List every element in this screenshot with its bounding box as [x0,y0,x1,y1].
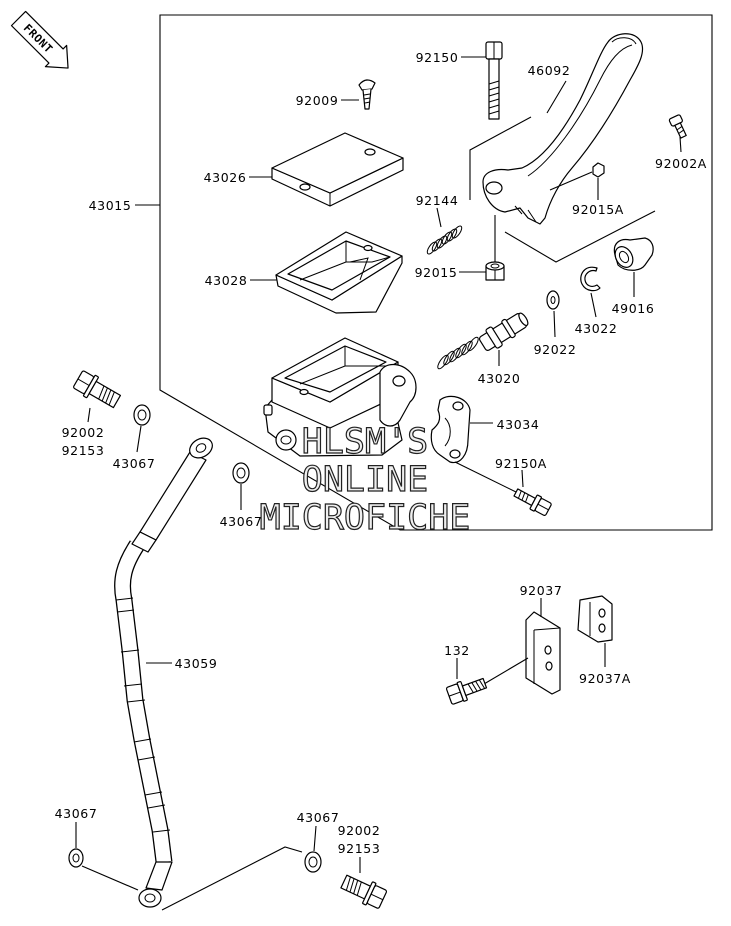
assembly-frame [159,14,713,531]
assembly-line [549,171,593,191]
watermark-line-1: HLSM'S [302,422,428,462]
callout-label: 92037 [520,583,563,598]
callout-label: 92150 [416,50,459,65]
bracket-92037a [577,595,613,643]
assembly-line [81,865,139,891]
callout-label: 43067 [113,456,156,471]
washer-43067 [68,848,84,868]
callout-label: 43067 [297,810,340,825]
leader-line [136,425,142,453]
leader-line [313,825,317,852]
callout-label: 92015A [572,202,624,217]
callout-label: 46092 [528,63,571,78]
callout-label: 43022 [575,321,618,336]
bolt-92150 [485,41,503,120]
assembly-line [161,846,303,911]
callout-label: 43015 [89,198,132,213]
dust-boot-49016 [613,237,654,271]
callout-label: 43026 [204,170,247,185]
callout-label: 92002A [655,156,707,171]
lever-outline [504,210,656,263]
piston-set-43020 [437,312,529,370]
lever-outline [469,116,532,200]
circlip-43022 [580,266,601,292]
callout-label: 43028 [205,273,248,288]
assembly-line [483,657,529,685]
leader-line [521,469,524,488]
callout-label: 92153 [62,443,105,458]
callout-label: 92153 [338,841,381,856]
callout-label: 92009 [296,93,339,108]
nut-92015a [592,162,605,178]
watermark-line-2: ONLINE [302,460,428,500]
banjo-bolt-92002-lower [340,874,388,909]
brake-lever [482,33,644,225]
reservoir-cap [271,132,404,207]
screw-92009 [358,79,376,110]
washer-92022 [546,290,560,310]
callout-label: 43067 [55,806,98,821]
callout-label: 92002 [62,425,105,440]
callout-label: 132 [444,643,470,658]
bracket-92037 [525,611,561,695]
washer-43067 [133,404,151,426]
leader-line [553,310,556,338]
callout-label: 92002 [338,823,381,838]
washer-43067 [232,462,250,484]
washer-43067 [304,851,322,873]
leader-line [436,207,442,228]
callout-label: 92150A [495,456,547,471]
spring-92144 [426,225,463,255]
bolt-132 [445,677,488,705]
reservoir-diaphragm [275,231,403,314]
master-cylinder-body [263,337,417,457]
brake-hose-43059 [114,437,213,908]
bolt-92002a [668,114,687,139]
banjo-bolt-92002-upper [73,370,122,409]
leader-line [546,80,567,114]
leader-line [87,407,91,423]
callout-label: 49016 [612,301,655,316]
clamp-holder-43034 [430,395,471,464]
callout-label: 92022 [534,342,577,357]
callout-label: 92144 [416,193,459,208]
callout-label: 92037A [579,671,631,686]
leader-line [679,136,682,153]
bolt-92150a [513,488,552,516]
callout-label: 43059 [175,656,218,671]
callout-label: 43020 [478,371,521,386]
callout-label: 43067 [220,514,263,529]
callout-label: 92015 [415,265,458,280]
watermark-line-3: MICROFICHE [260,498,471,538]
leader-line [590,292,597,318]
nut-92015 [485,261,505,281]
callout-label: 43034 [497,417,540,432]
assembly-line [454,461,517,493]
